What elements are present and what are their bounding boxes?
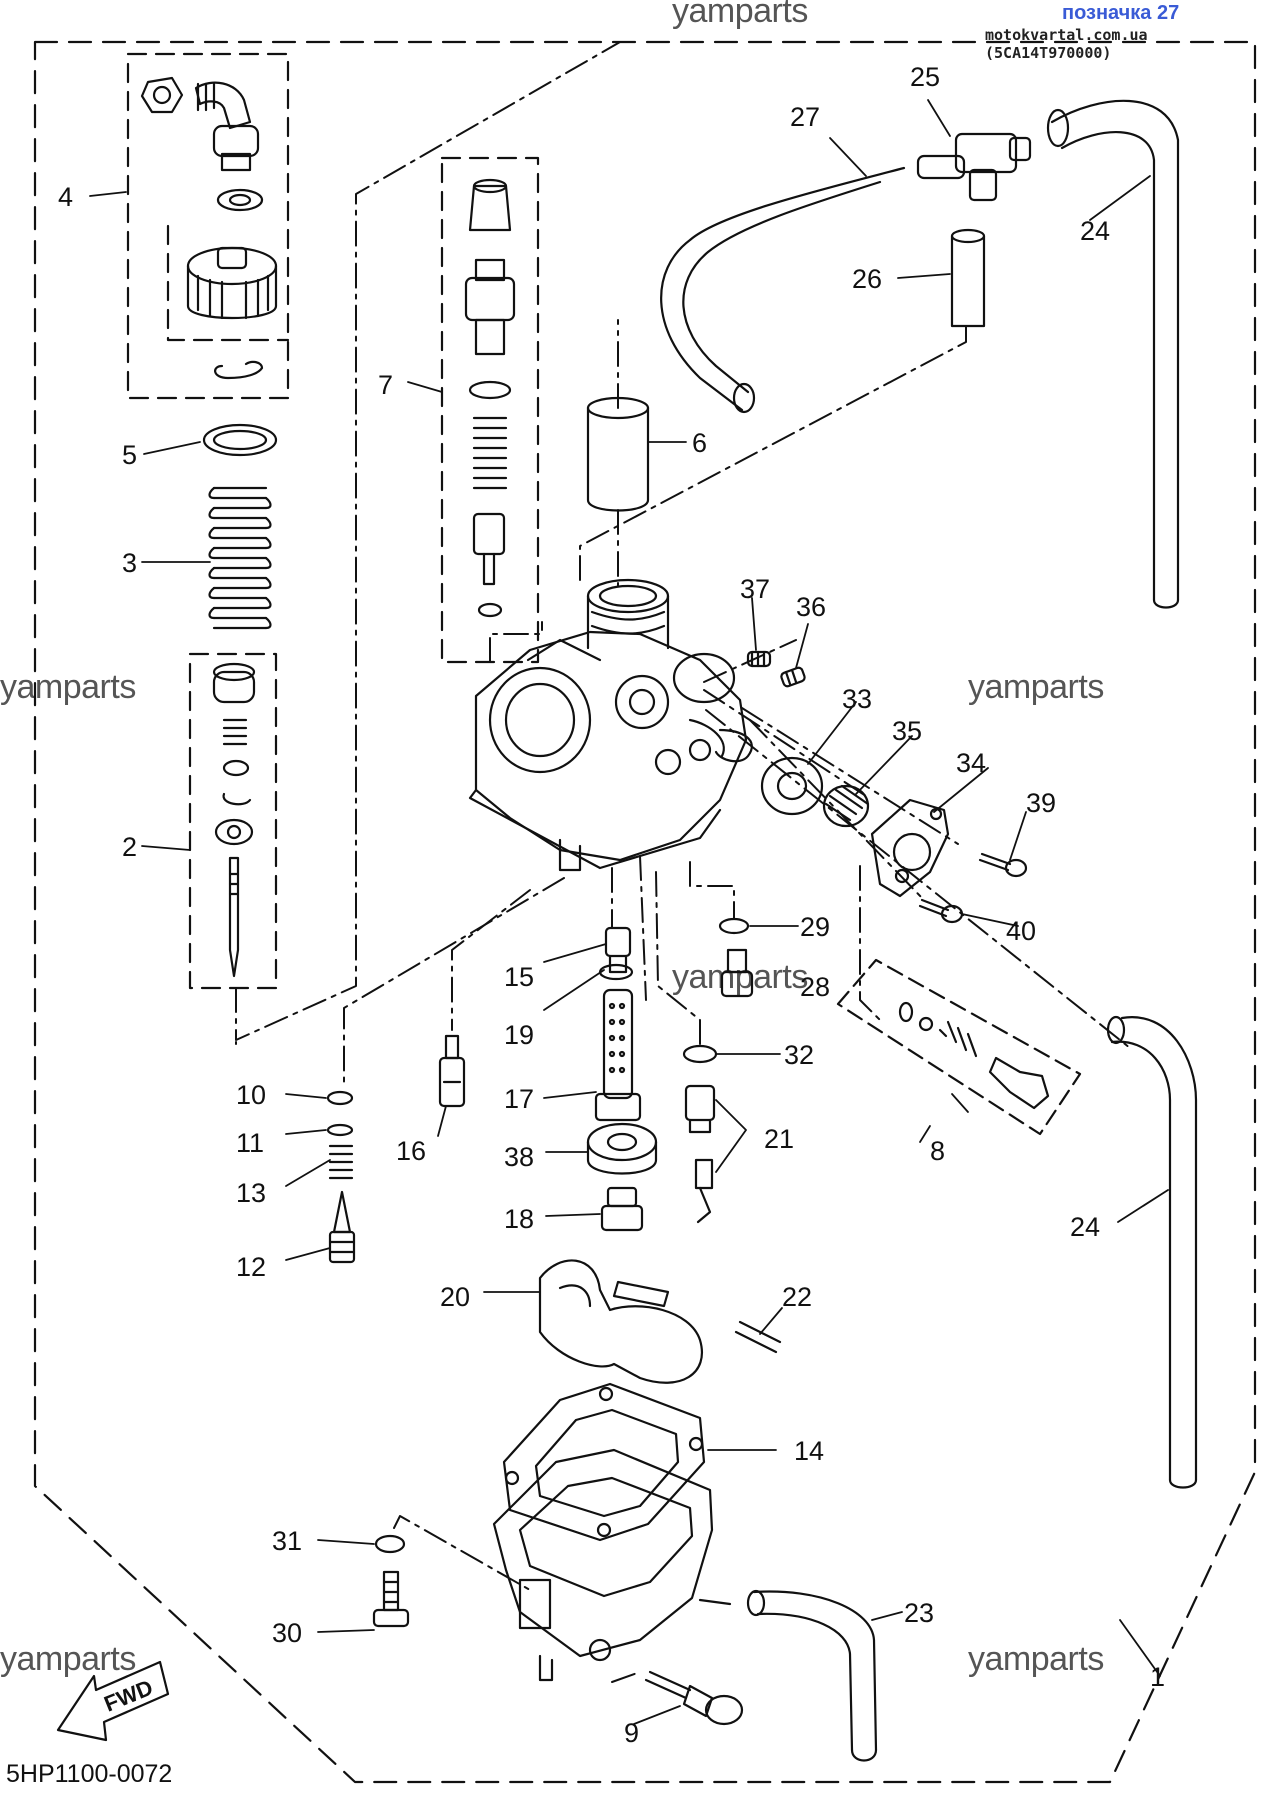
part-9-screw [644, 1670, 744, 1726]
callout-label: 12 [236, 1252, 266, 1282]
part-32-oring [682, 1044, 718, 1064]
part-5-gasket [202, 423, 278, 457]
leader-lines [89, 99, 1169, 1725]
part-6-sleeve [586, 396, 650, 512]
callout-label: 35 [892, 716, 922, 746]
callout-label: 17 [504, 1084, 534, 1114]
part-3-spring [208, 486, 272, 630]
callout-label: 31 [272, 1526, 302, 1556]
part-17-needle-jet [594, 988, 642, 1122]
callout-label: 16 [396, 1136, 426, 1166]
watermark: yamparts [0, 1640, 136, 1678]
callout-label: 25 [910, 62, 940, 92]
part-21-needle-valve [684, 1084, 716, 1224]
callout-label: 24 [1080, 216, 1110, 246]
part-29-clip [718, 917, 750, 935]
callout-label: 21 [764, 1124, 794, 1154]
part-16-pilot-jet [438, 1034, 466, 1108]
callout-label: 34 [956, 748, 986, 778]
callout-label: 28 [800, 972, 830, 1002]
watermark: yamparts [0, 668, 136, 706]
callout-label: 2 [122, 832, 137, 862]
callout-label: 20 [440, 1282, 470, 1312]
callout-label: 3 [122, 548, 137, 578]
callout-label: 9 [624, 1718, 639, 1748]
part-24-hose-upper [1046, 99, 1180, 609]
callout-label: 4 [58, 182, 73, 212]
part-30-screw [372, 1570, 410, 1628]
source-id: motokvartal.com.ua (5CA14T970000) [985, 26, 1148, 62]
float-bowl [492, 1448, 732, 1682]
part-14-gasket [502, 1382, 706, 1542]
part-31-washer [374, 1534, 406, 1554]
part-33-diaphragm [760, 756, 824, 816]
assembly-boundary [33, 40, 1257, 1784]
callout-label: 37 [740, 574, 770, 604]
part-13-spring [328, 1144, 354, 1180]
part-20-float [538, 1259, 703, 1384]
part-24-hose-lower [1106, 1015, 1198, 1489]
callout-label: 5 [122, 440, 137, 470]
callout-label: 30 [272, 1618, 302, 1648]
part-10-oring [326, 1090, 354, 1106]
header-link[interactable]: позначка 27 [1062, 2, 1180, 24]
callout-label: 7 [378, 370, 393, 400]
callout-label: 8 [930, 1136, 945, 1166]
part-39-screw [978, 852, 1028, 878]
part-23-hose [746, 1589, 878, 1762]
callout-label: 15 [504, 962, 534, 992]
callout-label: 33 [842, 684, 872, 714]
part-group-4 [126, 52, 290, 400]
part-34-cover [870, 798, 950, 898]
fwd-arrow-icon: FWD [56, 1660, 170, 1742]
part-22-pin [734, 1320, 782, 1354]
part-11-washer [326, 1123, 354, 1137]
callout-label: 23 [904, 1598, 934, 1628]
callout-label: 19 [504, 1020, 534, 1050]
callout-label: 40 [1006, 916, 1036, 946]
callout-label: 26 [852, 264, 882, 294]
callout-label: 24 [1070, 1212, 1100, 1242]
callout-label: 18 [504, 1204, 534, 1234]
part-18-main-jet [600, 1186, 644, 1232]
callout-label: 11 [236, 1128, 264, 1158]
part-26-tube [950, 228, 986, 328]
watermark: yamparts [672, 958, 808, 996]
callout-label: 27 [790, 102, 820, 132]
part-36-screw [780, 666, 806, 688]
part-group-8 [836, 958, 1082, 1136]
callout-label: 39 [1026, 788, 1056, 818]
part-group-7 [440, 156, 540, 664]
callout-label: 10 [236, 1080, 266, 1110]
watermark: yamparts [968, 668, 1104, 706]
part-25-tee [916, 132, 1032, 202]
callout-label: 29 [800, 912, 830, 942]
part-40-screw [918, 898, 964, 924]
part-37-screw [746, 650, 772, 668]
callout-label: 36 [796, 592, 826, 622]
part-group-2 [188, 652, 278, 990]
part-15-jet [604, 926, 632, 974]
callout-label: 22 [782, 1282, 812, 1312]
callout-label: 32 [784, 1040, 814, 1070]
callout-label: 38 [504, 1142, 534, 1172]
watermark: yamparts [968, 1640, 1104, 1678]
watermark: yamparts [672, 0, 808, 30]
part-12-throttle-screw [328, 1190, 356, 1264]
callout-label: 1 [1150, 1662, 1165, 1692]
carburetor-body [468, 578, 753, 872]
callout-label: 13 [236, 1178, 266, 1208]
part-27-hose [660, 166, 906, 412]
callout-numbers: 1 2 3 4 5 6 7 8 9 10 11 12 13 14 15 16 1… [58, 62, 1165, 1748]
assembly-lines [235, 41, 1131, 1683]
part-38-holder [586, 1122, 658, 1175]
callout-label: 6 [692, 428, 707, 458]
part-28-jet [720, 948, 754, 998]
diagram-code: 5HP1100-0072 [6, 1760, 173, 1788]
callout-label: 14 [794, 1436, 824, 1466]
